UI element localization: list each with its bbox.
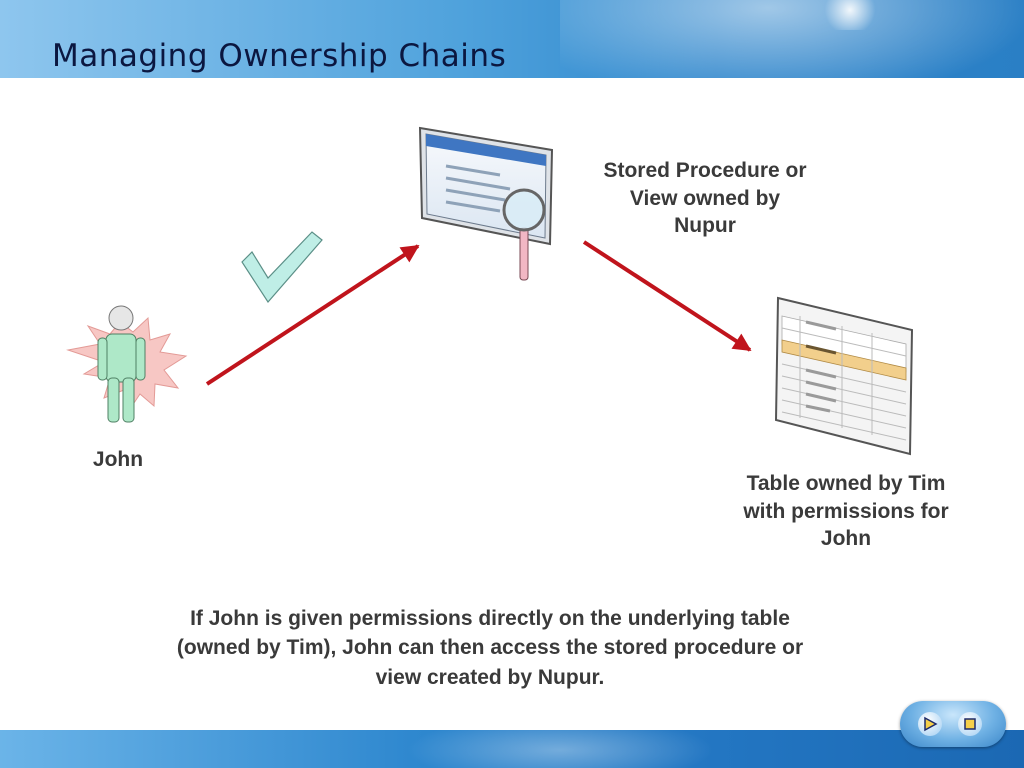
slide-navigation [900,701,1006,747]
table-icon [774,296,914,456]
procedure-label: Stored Procedure or View owned by Nupur [603,159,807,238]
arrow-user-to-procedure [205,244,420,386]
header-highlight [820,0,880,30]
checkmark-icon [241,231,323,303]
slide-title: Managing Ownership Chains [52,38,507,74]
footer-sheen [380,730,740,768]
play-triangle-icon [924,716,938,732]
title-bar [0,0,1024,78]
next-slide-button[interactable] [918,712,942,736]
user-label: John [92,448,144,471]
procedure-view-icon [418,126,554,281]
footer-bar [0,730,1024,768]
table-label: Table owned by Tim with permissions for … [743,472,949,551]
stop-square-icon [964,718,976,730]
person-icon [66,305,188,423]
arrow-procedure-to-table [582,240,752,352]
header-sheen [560,0,1024,78]
diagram-caption: If John is given permissions directly on… [176,607,804,689]
stop-slideshow-button[interactable] [958,712,982,736]
